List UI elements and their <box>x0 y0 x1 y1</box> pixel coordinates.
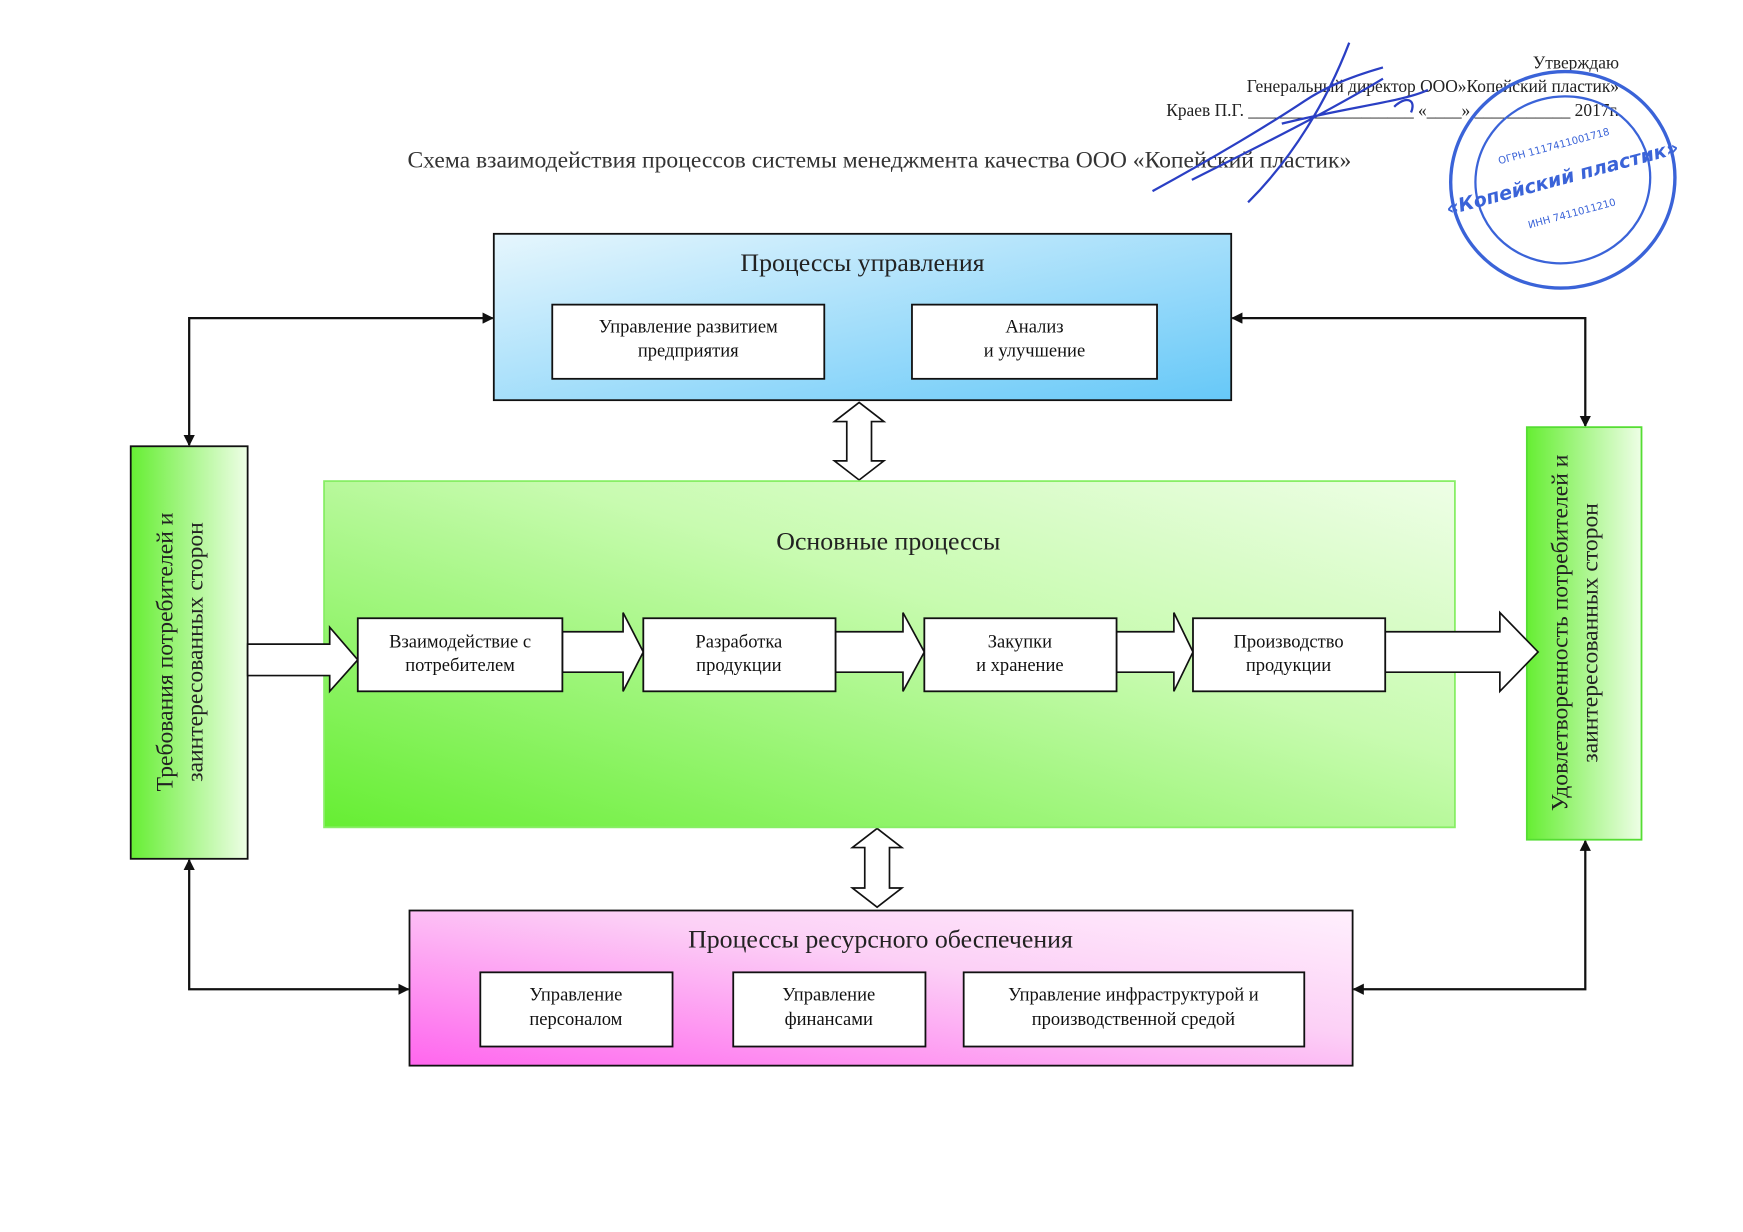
double-arrow-bottom <box>849 827 905 909</box>
step-product-development <box>642 617 837 693</box>
management-item-analysis <box>911 303 1158 380</box>
block-arrow <box>1384 610 1540 694</box>
approval-position: Генеральный директор ООО»Копейский пласт… <box>1247 76 1619 96</box>
block-arrow <box>1115 612 1194 692</box>
flow-arrows <box>246 610 1540 694</box>
label: Взаимодействие с <box>389 631 531 652</box>
label: Управление <box>782 984 875 1005</box>
label: Производство <box>1233 631 1343 652</box>
label: и хранение <box>976 655 1064 676</box>
resources-title: Процессы ресурсного обеспечения <box>688 925 1073 954</box>
label: Управление <box>529 984 622 1005</box>
label: финансами <box>785 1009 873 1030</box>
block-arrow <box>561 612 645 692</box>
label: заинтересованных сторон <box>183 522 209 782</box>
block-arrow <box>246 624 359 694</box>
right-panel-satisfaction: Удовлетворенность потребителей и заинтер… <box>1525 426 1643 841</box>
label: и улучшение <box>984 340 1085 361</box>
label: продукции <box>1246 655 1331 676</box>
resource-processes: Процессы ресурсного обеспечения Управлен… <box>408 909 1354 1067</box>
connectors <box>183 312 1591 995</box>
label: производственной средой <box>1032 1009 1235 1030</box>
connector-right-bottom <box>1352 839 1591 995</box>
connector-left-top <box>183 312 494 447</box>
double-arrow-top <box>831 401 887 482</box>
label: Управление развитием <box>599 317 778 338</box>
block-arrow <box>834 612 926 692</box>
resource-item-personnel <box>479 971 674 1048</box>
label: Разработка <box>695 631 782 652</box>
management-item-development <box>551 303 826 380</box>
document-title: Схема взаимодействия процессов системы м… <box>407 147 1351 173</box>
management-title: Процессы управления <box>740 248 984 277</box>
label: потребителем <box>405 655 515 676</box>
resource-item-finance <box>732 971 927 1048</box>
label: Анализ <box>1005 317 1063 338</box>
stamp-inn: ИНН 7411011210 <box>1527 197 1617 231</box>
label: Требования потребителей и <box>152 512 178 791</box>
label: продукции <box>696 655 781 676</box>
core-title: Основные процессы <box>776 527 1000 556</box>
step-purchasing-storage <box>923 617 1118 693</box>
left-panel-requirements: Требования потребителей и заинтересованн… <box>129 445 249 860</box>
label: Удовлетворенность потребителей и <box>1547 454 1573 811</box>
approval-heading: Утверждаю <box>1533 53 1619 73</box>
approval-block: Утверждаю Генеральный директор ООО»Копей… <box>1166 53 1619 120</box>
label: персоналом <box>529 1009 622 1030</box>
core-steps: Взаимодействие с потребителем Разработка… <box>356 617 1387 693</box>
resource-item-infrastructure <box>962 971 1306 1048</box>
label: Управление инфраструктурой и <box>1008 984 1259 1005</box>
connector-left-bottom <box>183 858 410 995</box>
step-production <box>1192 617 1387 693</box>
label: предприятия <box>638 340 739 361</box>
step-customer-interaction <box>356 617 564 693</box>
management-processes: Процессы управления Управление развитием… <box>492 232 1233 402</box>
label: Закупки <box>988 631 1052 652</box>
connector-right-top <box>1231 312 1591 428</box>
approval-signature-line: Краев П.Г. ___________________ «____» __… <box>1166 100 1619 120</box>
label: заинтересованных сторон <box>1578 503 1604 763</box>
signature <box>1151 42 1429 204</box>
